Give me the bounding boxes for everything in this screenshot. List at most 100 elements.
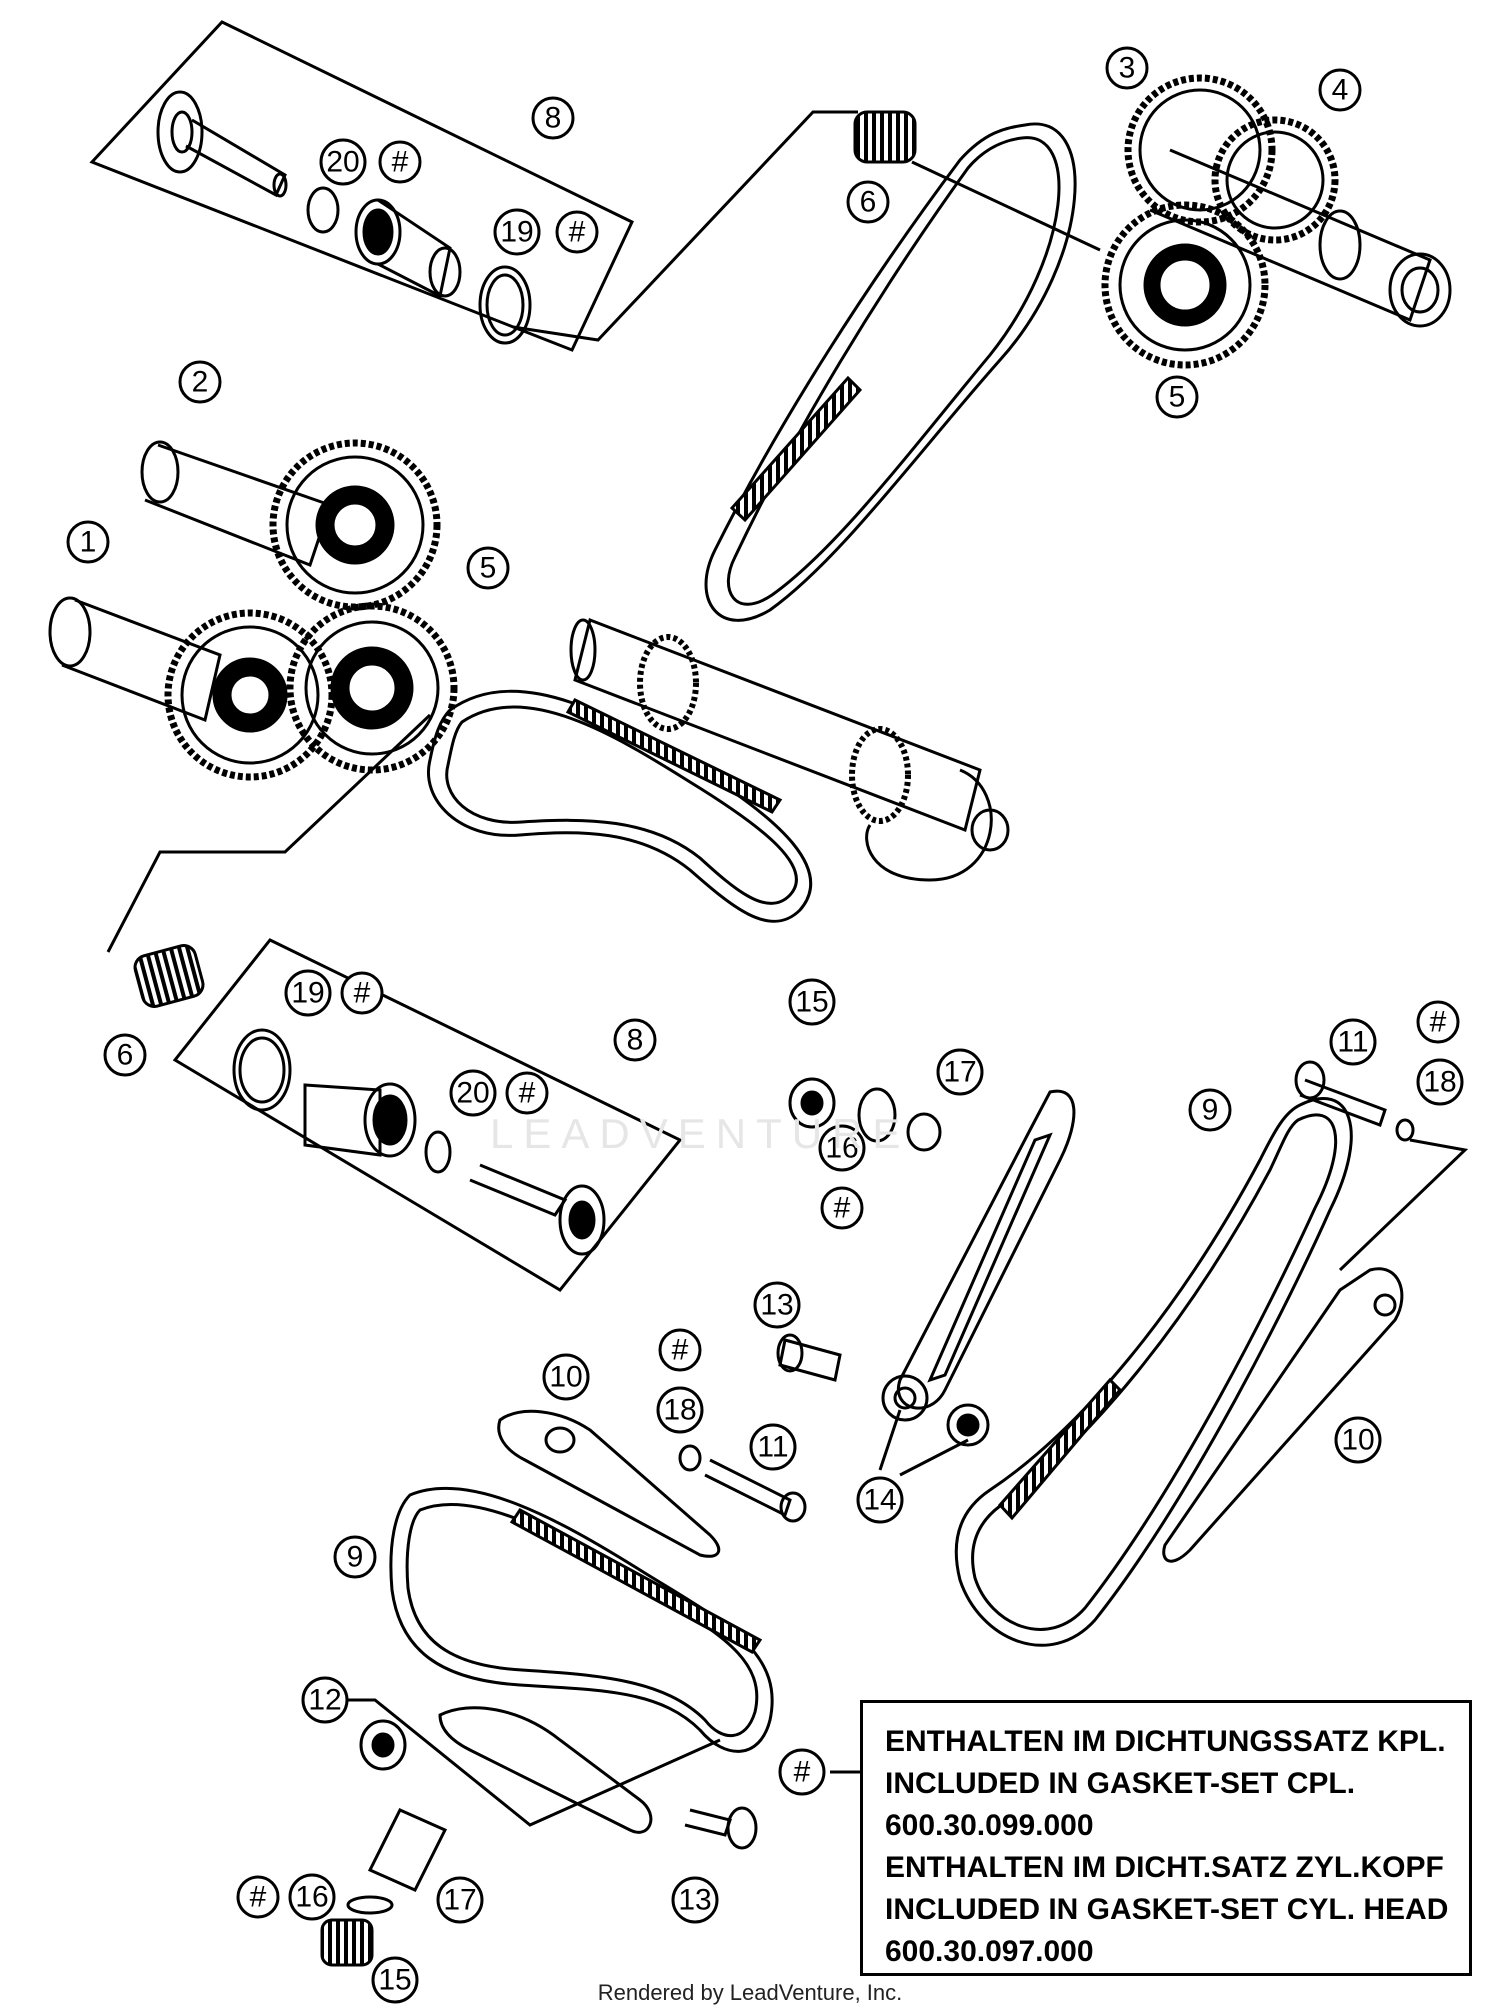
leader-line <box>345 1698 721 1827</box>
callout-19-lower: 19 <box>284 969 332 1017</box>
chain-guide-rail-left <box>497 1409 807 1558</box>
callout-10-left: 10 <box>542 1353 590 1401</box>
leader-line <box>1338 1138 1469 1272</box>
svg-text:20: 20 <box>456 1077 489 1110</box>
svg-text:12: 12 <box>308 1684 341 1717</box>
svg-text:#: # <box>794 1756 811 1789</box>
callout-17-upper: 17 <box>936 1048 984 1096</box>
crankshaft <box>569 617 1010 882</box>
hash-callout: # <box>378 140 422 184</box>
svg-text:#: # <box>672 1334 689 1367</box>
leader-line <box>512 110 858 342</box>
svg-text:2: 2 <box>192 366 209 399</box>
callouts: 1 2 3 4 5 5 6 6 8 8 9 9 10 10 11 11 12 1… <box>66 46 1464 2004</box>
svg-text:8: 8 <box>545 102 562 135</box>
callout-9-right: 9 <box>1188 1088 1232 1132</box>
leader-line <box>106 713 432 953</box>
svg-text:13: 13 <box>678 1884 711 1917</box>
spring-top <box>853 110 917 164</box>
callout-2: 2 <box>178 360 222 404</box>
callout-6-lower: 6 <box>103 1033 147 1077</box>
callout-18-right: 18 <box>1416 1058 1464 1106</box>
svg-text:13: 13 <box>760 1289 793 1322</box>
svg-text:9: 9 <box>1202 1094 1219 1127</box>
callout-16-lower: 16 <box>288 1873 336 1921</box>
svg-text:#: # <box>519 1077 536 1110</box>
callout-5-left: 5 <box>466 546 510 590</box>
svg-text:10: 10 <box>549 1361 582 1394</box>
svg-text:17: 17 <box>443 1884 476 1917</box>
timing-chain-lower <box>389 1486 774 1753</box>
svg-text:19: 19 <box>500 216 533 249</box>
svg-text:4: 4 <box>1332 74 1349 107</box>
chain-tensioner-rail-lower <box>320 1706 758 1967</box>
svg-text:#: # <box>354 977 371 1010</box>
leader-line <box>878 1409 902 1471</box>
hash-callout: # <box>1416 1000 1460 1044</box>
svg-text:#: # <box>250 1881 267 1914</box>
svg-text:20: 20 <box>326 146 359 179</box>
legend-line: 600.30.099.000 <box>885 1809 1094 1842</box>
legend-box: ENTHALTEN IM DICHTUNGSSATZ KPL. INCLUDED… <box>860 1700 1472 1976</box>
callout-17-lower: 17 <box>436 1876 484 1924</box>
svg-text:#: # <box>834 1192 851 1225</box>
callout-20-lower: 20 <box>449 1069 497 1117</box>
callout-8-lower: 8 <box>613 1018 657 1062</box>
legend-line: ENTHALTEN IM DICHTUNGSSATZ KPL. <box>885 1725 1446 1758</box>
callout-14: 14 <box>856 1476 904 1524</box>
callout-13-upper: 13 <box>753 1281 801 1329</box>
timing-chain-top <box>704 122 1077 622</box>
callout-15-upper: 15 <box>788 978 836 1026</box>
svg-text:19: 19 <box>291 977 324 1010</box>
legend-line: 600.30.097.000 <box>885 1935 1094 1968</box>
hash-callout: # <box>555 210 599 254</box>
legend-line: INCLUDED IN GASKET-SET CPL. <box>885 1767 1356 1800</box>
hash-callout: # <box>505 1071 549 1115</box>
svg-text:11: 11 <box>757 1431 788 1464</box>
watermark: LEADVENTURE <box>490 1110 911 1157</box>
svg-text:3: 3 <box>1119 52 1136 85</box>
hash-callout: # <box>658 1328 702 1372</box>
callout-1: 1 <box>66 520 110 564</box>
leader-line <box>899 1438 969 1477</box>
callout-12: 12 <box>301 1676 349 1724</box>
svg-text:17: 17 <box>943 1056 976 1089</box>
spring-lower <box>133 944 205 1008</box>
callout-9-lower: 9 <box>333 1535 377 1579</box>
svg-text:5: 5 <box>480 552 497 585</box>
svg-text:8: 8 <box>627 1024 644 1057</box>
callout-8-top: 8 <box>531 96 575 140</box>
callout-5-top: 5 <box>1155 375 1199 419</box>
kit-box-top <box>89 20 634 352</box>
callout-11-right: 11 <box>1329 1018 1377 1066</box>
svg-text:6: 6 <box>117 1039 134 1072</box>
svg-text:16: 16 <box>295 1881 328 1914</box>
svg-text:10: 10 <box>1341 1424 1374 1457</box>
kit-box-lower <box>172 938 683 1292</box>
svg-text:#: # <box>392 146 409 179</box>
hash-callout: # <box>820 1186 864 1230</box>
svg-text:18: 18 <box>1423 1066 1456 1099</box>
callout-20-top: 20 <box>319 138 367 186</box>
svg-text:1: 1 <box>80 526 97 559</box>
svg-text:15: 15 <box>795 986 828 1019</box>
svg-text:16: 16 <box>825 1132 858 1165</box>
callout-13-lower: 13 <box>671 1876 719 1924</box>
svg-text:6: 6 <box>860 186 877 219</box>
callout-11-left: 11 <box>749 1423 797 1471</box>
legend-line: ENTHALTEN IM DICHT.SATZ ZYL.KOPF <box>885 1851 1444 1884</box>
svg-text:#: # <box>1430 1006 1447 1039</box>
svg-text:15: 15 <box>378 1964 411 1997</box>
callout-4: 4 <box>1318 68 1362 112</box>
svg-text:18: 18 <box>663 1394 696 1427</box>
camshaft-left <box>48 439 458 781</box>
callout-16-upper: 16 <box>818 1124 866 1172</box>
callout-3: 3 <box>1105 46 1149 90</box>
chain-guide-rail-right <box>1162 1267 1404 1563</box>
svg-text:11: 11 <box>1337 1026 1368 1059</box>
callout-6-top: 6 <box>846 180 890 224</box>
hash-callout: # <box>236 1875 280 1919</box>
camshaft-top-right <box>1101 74 1452 369</box>
callout-10-right: 10 <box>1334 1416 1382 1464</box>
